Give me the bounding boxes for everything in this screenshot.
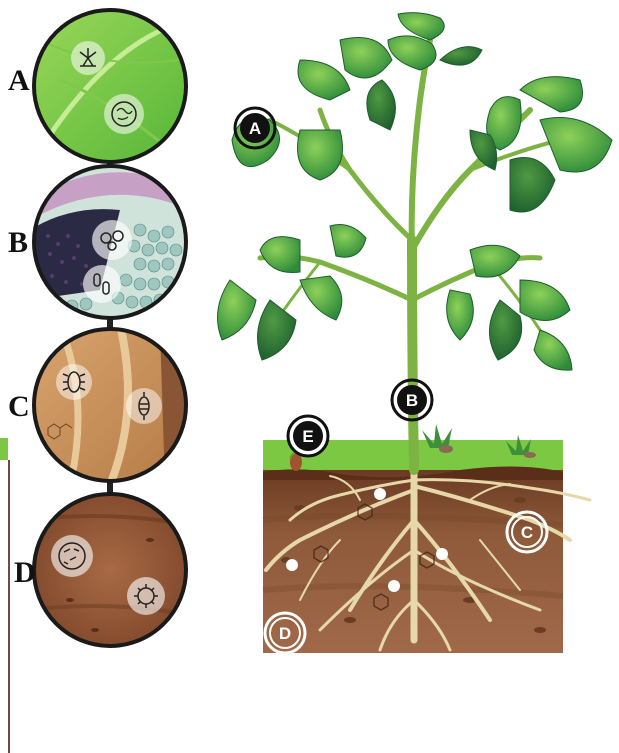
microbe-bubble <box>51 535 93 577</box>
plant-marker-a: A <box>235 108 275 148</box>
panel-d-letter: D <box>14 556 36 590</box>
panel-a-leaf <box>30 8 190 168</box>
panel-b-stem <box>30 160 190 330</box>
plant-marker-b: B <box>392 380 432 420</box>
panel-a-letter: A <box>8 64 30 98</box>
microbe-bubble <box>104 94 144 134</box>
panel-c-root <box>30 325 190 485</box>
edge-strip <box>0 438 8 460</box>
microbe-bubble <box>92 220 132 260</box>
plant-marker-b-label: B <box>406 391 418 410</box>
plant-marker-d: D <box>265 613 305 653</box>
microbe-bubble <box>83 265 121 303</box>
panel-c-letter: C <box>8 390 30 424</box>
plant-marker-e: E <box>288 416 328 456</box>
plant-marker-e-label: E <box>302 427 313 446</box>
panel-d-soil <box>30 490 190 650</box>
microbe-bubble <box>56 364 92 400</box>
plant-marker-a-label: A <box>249 119 261 138</box>
panel-b-letter: B <box>8 226 28 260</box>
plant-marker-c: C <box>507 512 547 552</box>
plant-marker-c-label: C <box>521 523 533 542</box>
microbe-bubble <box>127 577 165 615</box>
plant-marker-d-label: D <box>279 624 291 643</box>
